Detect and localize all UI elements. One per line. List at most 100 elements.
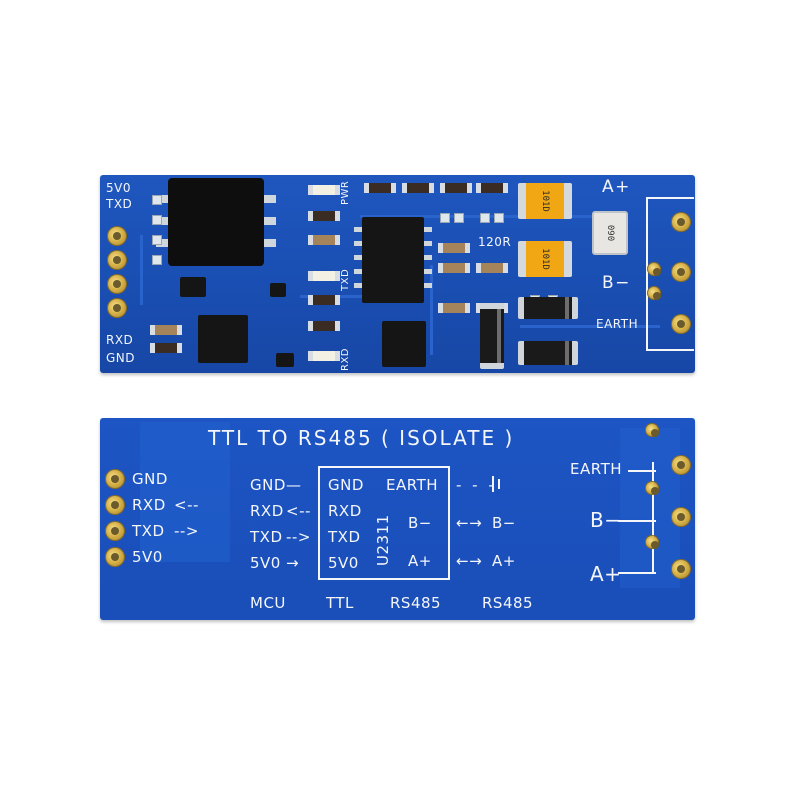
mcu-arrow-rxd: <-- <box>286 502 311 520</box>
test-pad <box>494 213 504 223</box>
mcu-label-5v0: 5V0 <box>250 554 281 572</box>
ic-pin <box>424 227 432 232</box>
ttl-label-5v0: 5V0 <box>328 554 359 572</box>
led-pwr <box>308 185 340 195</box>
copper-trace <box>140 235 143 305</box>
copper-pour <box>620 428 680 588</box>
earth-symbol-bar <box>498 479 500 489</box>
label-a-plus: A+ <box>602 177 631 197</box>
header-pad <box>108 275 126 293</box>
label-txd: TXD <box>106 197 133 211</box>
resistor <box>364 183 396 193</box>
ic-pin <box>354 227 362 232</box>
resettable-fuse: 101D <box>518 183 572 219</box>
right-label-earth: EARTH <box>570 460 623 478</box>
capacitor <box>438 263 470 273</box>
chip-label: U2311 <box>374 514 392 566</box>
header-pad <box>106 470 124 488</box>
terminal-pad <box>672 508 690 526</box>
copper-pour <box>140 422 230 562</box>
earth-line: - - - <box>456 476 497 494</box>
earth-connector-line <box>628 470 656 472</box>
copper-trace <box>520 325 660 328</box>
mcu-arrow-5v0: → <box>286 554 300 572</box>
pin-label-5v0: 5V0 <box>132 548 163 566</box>
test-pad <box>152 255 162 265</box>
terminal-pad <box>672 560 690 578</box>
rs485-label-b: B− <box>408 514 432 532</box>
resistor <box>308 295 340 305</box>
isolation-box <box>318 466 450 580</box>
sot-transistor <box>270 283 286 297</box>
test-pad <box>454 213 464 223</box>
ic-pin <box>156 195 168 203</box>
ic-pin <box>264 217 276 225</box>
capacitor <box>476 263 508 273</box>
capacitor <box>150 325 182 335</box>
via-pad <box>646 536 659 549</box>
pin-arrow-txd: --> <box>174 522 199 540</box>
line-label-a: A+ <box>492 552 516 570</box>
surge-protector: 090 <box>592 211 628 255</box>
line-label-b: B− <box>492 514 516 532</box>
pcb-top-side: 5V0 TXD RXD GND PWR TXD RXD <box>100 175 695 373</box>
led-txd <box>308 271 340 281</box>
mcu-label-rxd: RXD <box>250 502 284 520</box>
ttl-label-txd: TXD <box>328 528 361 546</box>
tvs-diode <box>518 341 578 365</box>
so8-chip <box>198 315 248 363</box>
label-led-rxd: RXD <box>340 348 351 371</box>
earth-symbol-bar <box>492 476 494 492</box>
tvs-diode <box>518 297 578 319</box>
header-pad <box>106 522 124 540</box>
label-pwr: PWR <box>340 180 351 205</box>
header-pad <box>108 299 126 317</box>
a-connector-line <box>618 572 656 574</box>
capacitor <box>308 235 340 245</box>
capacitor <box>438 243 470 253</box>
pin-label-txd: TXD <box>132 522 165 540</box>
test-pad <box>440 213 450 223</box>
header-pad <box>106 496 124 514</box>
terminal-pad <box>672 263 690 281</box>
ic-pin <box>354 283 362 288</box>
ttl-label-rxd: RXD <box>328 502 362 520</box>
resistor <box>476 183 508 193</box>
label-b-minus: B− <box>602 273 631 293</box>
pin-arrow-rxd: <-- <box>174 496 199 514</box>
test-pad <box>480 213 490 223</box>
right-label-b: B− <box>590 508 622 532</box>
rs485-label-earth: EARTH <box>386 476 439 494</box>
via-pad <box>646 482 659 495</box>
bidirectional-arrow-a: ←→ <box>456 552 483 570</box>
resettable-fuse: 101D <box>518 241 572 277</box>
rs485-transceiver-chip <box>362 217 424 303</box>
resistor <box>150 343 182 353</box>
label-earth: EARTH <box>596 317 639 331</box>
footer-ttl: TTL <box>326 594 354 612</box>
footer-rs485-2: RS485 <box>482 594 534 612</box>
fuse-code: 101D <box>540 190 550 212</box>
ic-pin <box>156 217 168 225</box>
bidirectional-arrow-b: ←→ <box>456 514 483 532</box>
ic-pin <box>354 269 362 274</box>
via-pad <box>646 424 659 437</box>
led-rxd <box>308 351 340 361</box>
ic-pin <box>354 241 362 246</box>
b-connector-line <box>618 520 656 522</box>
test-pad <box>152 215 162 225</box>
tvs-diode <box>480 303 504 369</box>
capacitor <box>438 303 470 313</box>
fuse-code: 101D <box>540 248 550 270</box>
copper-trace <box>360 215 620 218</box>
resistor <box>308 211 340 221</box>
via-pad <box>648 287 661 300</box>
terminal-bracket <box>652 462 654 574</box>
board-title: TTL TO RS485 ( ISOLATE ) <box>208 426 515 450</box>
sot-regulator <box>180 277 206 297</box>
mcu-arrow-gnd: — <box>286 476 302 494</box>
resistor <box>308 321 340 331</box>
via-pad <box>648 263 661 276</box>
tvs-code: 090 <box>604 224 615 242</box>
terminal-pad <box>672 315 690 333</box>
